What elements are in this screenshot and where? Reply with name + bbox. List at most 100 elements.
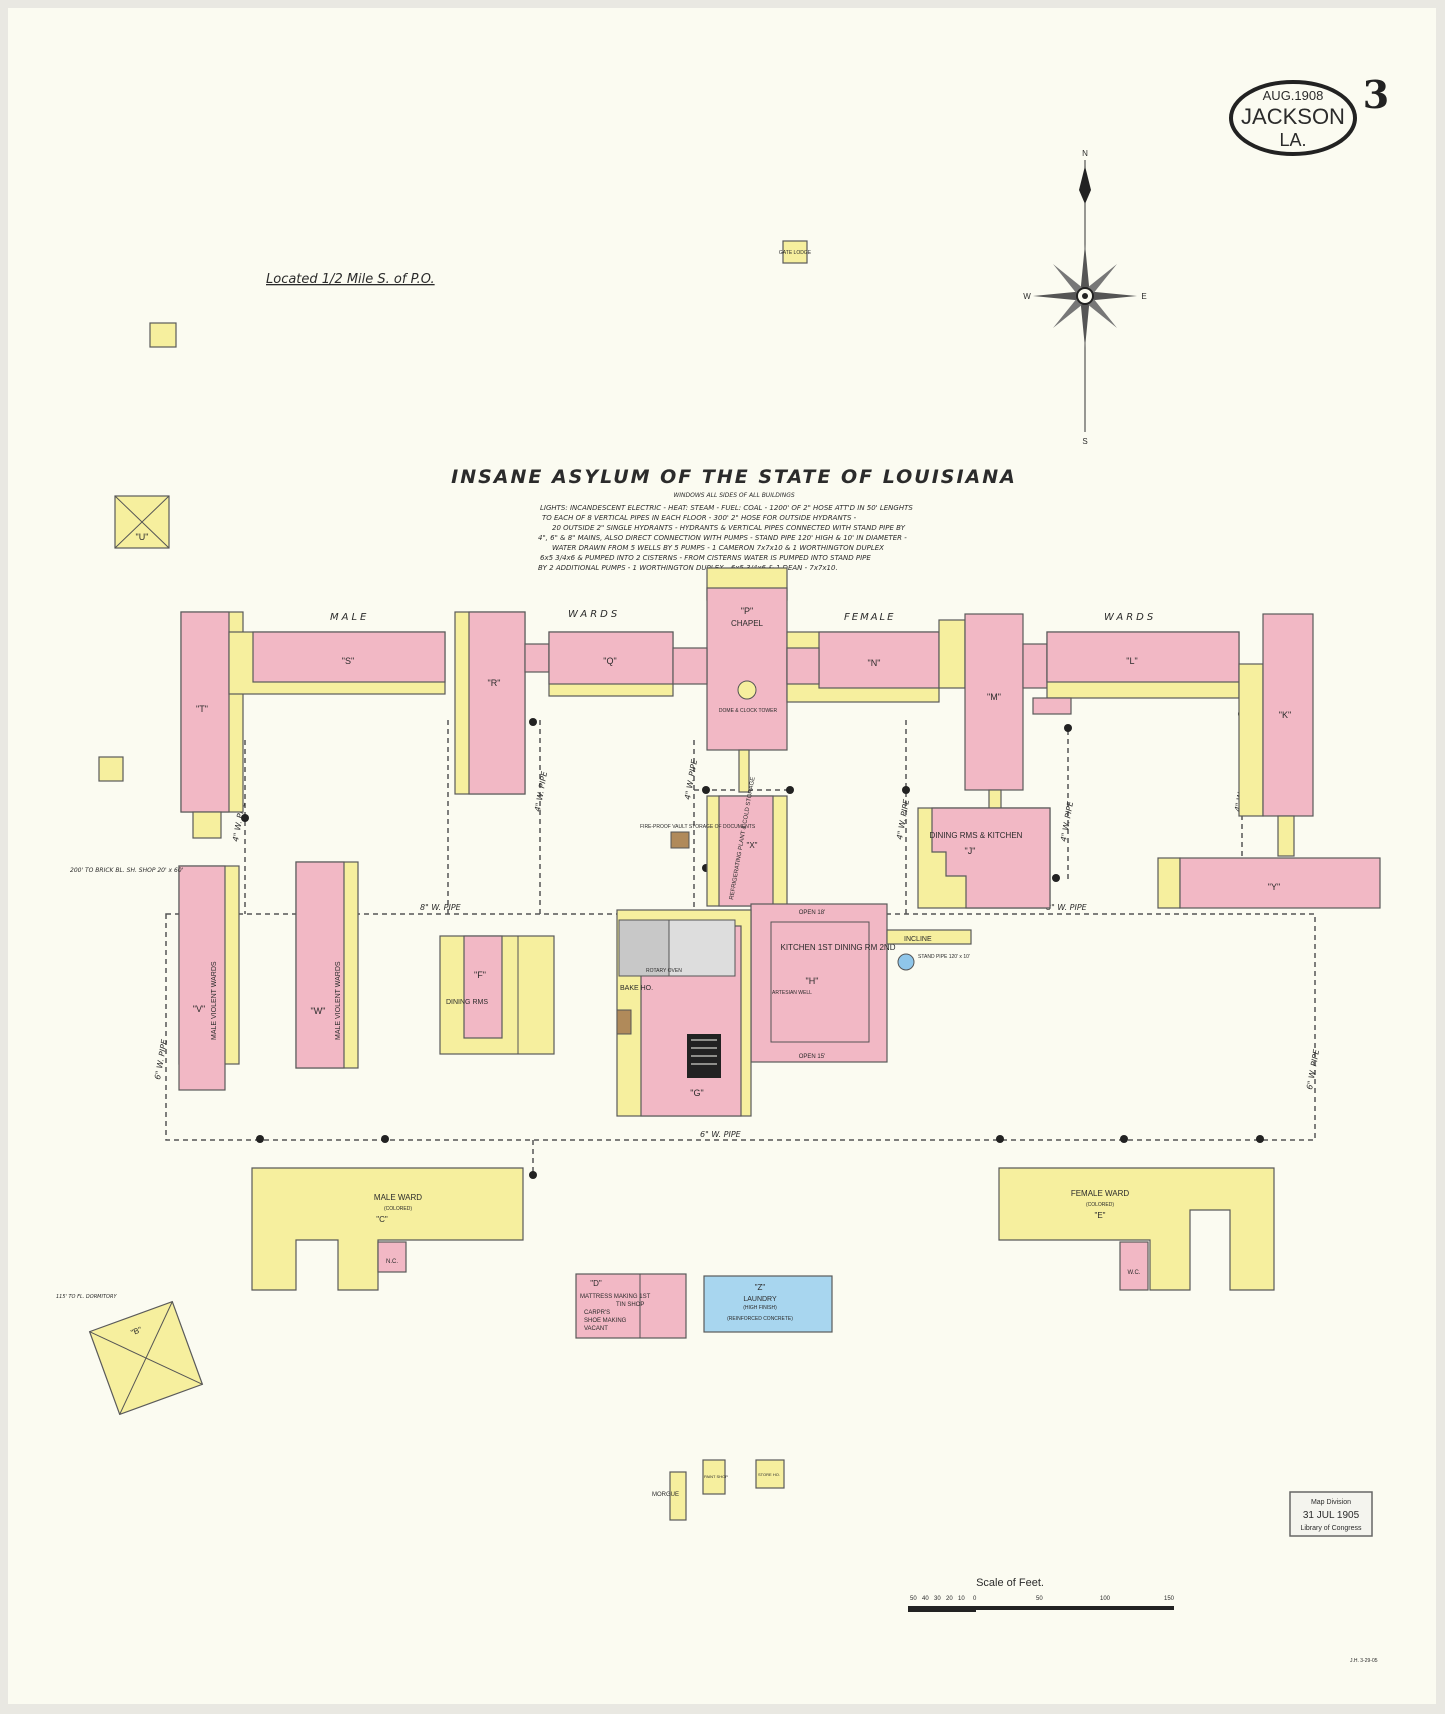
scale-tick-30: 30 <box>934 1596 941 1602</box>
dome-label: DOME & CLOCK TOWER <box>719 708 778 714</box>
scale-tick-0: 0 <box>973 1596 977 1602</box>
building-e: FEMALE WARD (COLORED) "E" W.C. <box>998 1167 1275 1291</box>
building-c-desc: MALE WARD <box>374 1193 422 1202</box>
building-e-wc: W.C. <box>1128 1270 1141 1276</box>
pipe-8w-left: 8" W. PIPE <box>420 903 462 912</box>
dormitory-note: 115' TO FL. DORMITORY <box>56 1294 117 1300</box>
building-d-line2: TIN SHOP <box>616 1302 644 1308</box>
pipe-4w-4: 4" W. PIPE <box>895 798 911 841</box>
brick-shop-note: 200' TO BRICK BL. SH. SHOP 20' x 60' <box>70 867 184 874</box>
map-subtitle: WINDOWS ALL SIDES OF ALL BUILDINGS <box>673 492 795 499</box>
building-d-line5: VACANT <box>584 1326 608 1332</box>
building-e-sub: (COLORED) <box>1086 1202 1114 1208</box>
building-k-label: "K" <box>1279 710 1291 720</box>
cartouche-date: AUG.1908 <box>1263 88 1324 103</box>
heading-male-wards: WARDS <box>568 609 620 620</box>
fire-protection-notes: LIGHTS: INCANDESCENT ELECTRIC - HEAT: ST… <box>538 504 913 572</box>
building-f: "F" DINING RMS <box>439 935 555 1055</box>
scale-title: Scale of Feet. <box>976 1577 1044 1589</box>
building-z-sub: (HIGH FINISH) <box>743 1305 777 1311</box>
building-v-label: "V" <box>193 1004 205 1014</box>
pipe-6w-right: 6" W. PIPE <box>1305 1048 1321 1091</box>
building-y: "Y" <box>1157 857 1381 909</box>
building-f-desc: DINING RMS <box>446 999 488 1006</box>
building-s <box>252 631 446 683</box>
building-w-label: "W" <box>311 1006 326 1016</box>
building-h-label: "H" <box>806 976 819 986</box>
scale-tick-10: 10 <box>958 1596 965 1602</box>
main-ward-row: "T" "S" "R" "Q" "P" CHAPEL DOME & CLOCK … <box>180 567 1314 857</box>
gate-lodge-label: GATE LODGE <box>779 250 812 256</box>
store-house-label: STORE HO. <box>758 1472 780 1477</box>
heading-male: MALE <box>330 612 369 623</box>
note-line-7: BY 2 ADDITIONAL PUMPS - 1 WORTHINGTON DU… <box>538 564 838 572</box>
building-j: DINING RMS & KITCHEN "J" <box>917 807 1051 909</box>
artesian-well-label: ARTESIAN WELL <box>772 990 812 996</box>
note-line-2: TO EACH OF 8 VERTICAL PIPES IN EACH FLOO… <box>542 514 857 522</box>
building-d: "D" MATTRESS MAKING 1ST TIN SHOP CARPR'S… <box>575 1273 687 1339</box>
building-d-label: "D" <box>590 1279 602 1288</box>
building-z-sub2: (REINFORCED CONCRETE) <box>727 1316 793 1322</box>
building-f-label: "F" <box>474 970 486 980</box>
pipe-6w-left: 6" W. PIPE <box>153 1038 169 1081</box>
building-x-label: "X" <box>746 841 757 850</box>
building-z-desc: LAUNDRY <box>743 1296 777 1303</box>
cartouche: AUG.1908 JACKSON LA. <box>1229 80 1357 156</box>
heading-female-wards: WARDS <box>1104 612 1156 623</box>
scale-tick-100: 100 <box>1100 1596 1111 1602</box>
library-stamp: Map Division 31 JUL 1905 Library of Cong… <box>1289 1491 1373 1537</box>
note-line-6: 6x5 3/4x6 & PUMPED INTO 2 CISTERNS - FRO… <box>540 554 871 562</box>
building-m-label: "M" <box>987 692 1001 702</box>
building-r-label: "R" <box>488 678 501 688</box>
building-u-label: "U" <box>136 532 149 542</box>
document-vault-label: FIRE-PROOF VAULT STORAGE OF DOCUMENTS <box>640 824 756 830</box>
building-t-label: "T" <box>196 704 208 714</box>
compass-rose-icon: N S E W <box>1023 149 1146 446</box>
note-line-5: WATER DRAWN FROM 5 WELLS BY 5 PUMPS - 1 … <box>552 544 884 552</box>
building-x: REFRIGERATING PLANT & COLD STORAGE "X" <box>706 776 788 907</box>
building-j-label: "J" <box>965 846 976 856</box>
building-y-label: "Y" <box>1268 882 1280 892</box>
compass-e: E <box>1141 292 1146 301</box>
building-w: "W" MALE VIOLENT WARDS <box>295 861 359 1069</box>
building-u: "U" <box>114 495 170 549</box>
scale-tick-40: 40 <box>922 1596 929 1602</box>
building-q-label: "Q" <box>603 656 616 666</box>
pipe-8w-right: 8" W. PIPE <box>1046 903 1088 912</box>
building-d-line1: MATTRESS MAKING 1ST <box>580 1294 651 1300</box>
building-p-chapel <box>706 587 788 751</box>
stamp-line1: Map Division <box>1311 1499 1351 1506</box>
paint-shop-label: PAINT SHOP <box>704 1474 728 1479</box>
scale-tick-20: 20 <box>946 1596 953 1602</box>
building-d-line3: CARPR'S <box>584 1310 610 1316</box>
compass-w: W <box>1023 292 1031 301</box>
scale-tick-50a: 50 <box>910 1596 917 1602</box>
building-l <box>1046 631 1240 683</box>
building-p-label: "P" <box>741 606 753 616</box>
building-q <box>548 631 674 685</box>
building-e-desc: FEMALE WARD <box>1071 1189 1130 1198</box>
building-v: "V" MALE VIOLENT WARDS <box>178 865 240 1091</box>
note-line-3: 20 OUTSIDE 2" SINGLE HYDRANTS - HYDRANTS… <box>552 524 906 532</box>
building-c: MALE WARD (COLORED) "C" N.C. <box>251 1167 524 1291</box>
incline-label: INCLINE <box>904 936 932 943</box>
building-z-label: "Z" <box>755 1283 766 1292</box>
morgue <box>669 1471 687 1521</box>
building-m <box>964 613 1024 791</box>
document-vault <box>670 831 690 849</box>
small-shed-2 <box>98 756 124 782</box>
incline <box>886 929 972 945</box>
building-r <box>468 611 526 795</box>
pipe-4w-5: 4" W. PIPE <box>1059 800 1075 843</box>
heading-female: FEMALE <box>844 612 895 623</box>
corner-code: J.H. 3-29-05 <box>1350 1658 1378 1664</box>
scale-bar: Scale of Feet. 50 40 30 20 10 0 50 100 1… <box>908 1577 1175 1612</box>
cartouche-state: LA. <box>1279 130 1306 150</box>
gate-lodge <box>782 240 808 264</box>
building-z: "Z" LAUNDRY (HIGH FINISH) (REINFORCED CO… <box>703 1275 833 1333</box>
pipe-4w-3: 4" W. PIPE <box>683 758 699 801</box>
building-l-label: "L" <box>1126 656 1137 666</box>
note-line-1: LIGHTS: INCANDESCENT ELECTRIC - HEAT: ST… <box>540 504 913 512</box>
stamp-line3: Library of Congress <box>1300 1525 1362 1532</box>
